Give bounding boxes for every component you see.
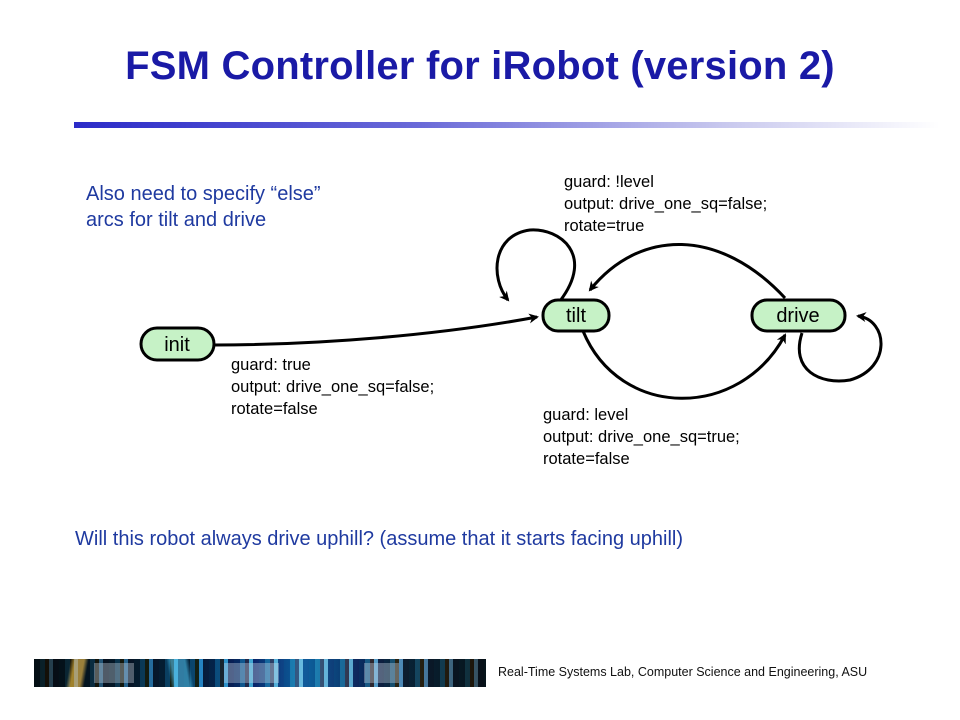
banner-chip — [364, 663, 399, 683]
label-drive-to-tilt: guard: !level output: drive_one_sq=false… — [564, 173, 767, 235]
arc-drive-to-tilt — [588, 243, 787, 300]
guard-line: guard: true — [231, 356, 311, 374]
state-tilt: tilt — [541, 298, 611, 333]
guard-line: guard: !level — [564, 173, 654, 191]
side-note: Also need to specify “else” arcs for til… — [86, 183, 321, 231]
banner-chip — [94, 663, 134, 683]
slide-title: FSM Controller for iRobot (version 2) — [125, 44, 835, 88]
footer-banner-image — [34, 659, 486, 687]
rotate-line: rotate=false — [231, 400, 318, 418]
rotate-line: rotate=false — [543, 450, 630, 468]
label-init-to-tilt: guard: true output: drive_one_sq=false; … — [231, 356, 434, 418]
question-text: Will this robot always drive uphill? (as… — [75, 528, 684, 550]
arc-init-to-tilt — [213, 313, 539, 347]
state-init-label: init — [164, 334, 190, 356]
output-line: output: drive_one_sq=false; — [564, 195, 767, 213]
output-line: output: drive_one_sq=false; — [231, 378, 434, 396]
label-tilt-to-drive: guard: level output: drive_one_sq=true; … — [543, 406, 740, 468]
state-tilt-label: tilt — [566, 305, 586, 327]
state-drive-label: drive — [776, 305, 819, 327]
arc-tilt-to-drive — [581, 330, 787, 400]
guard-line: guard: level — [543, 406, 628, 424]
title-underline — [74, 122, 940, 128]
state-init: init — [139, 326, 216, 362]
banner-chip — [224, 663, 279, 683]
rotate-line: rotate=true — [564, 217, 644, 235]
output-line: output: drive_one_sq=true; — [543, 428, 740, 446]
state-drive: drive — [750, 298, 847, 333]
arc-tilt-self-loop — [495, 228, 576, 302]
arc-drive-self-loop — [797, 312, 883, 383]
footer-credit: Real-Time Systems Lab, Computer Science … — [498, 665, 868, 679]
